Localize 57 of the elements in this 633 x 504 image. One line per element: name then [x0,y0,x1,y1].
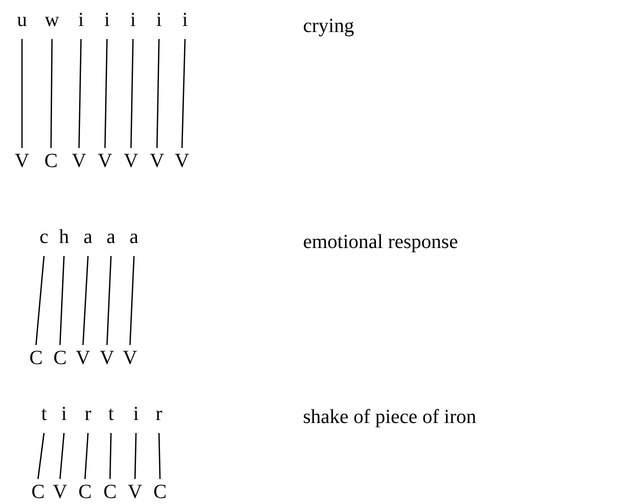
segment-letter: t [103,403,119,425]
connector-line [21,39,23,148]
segment-letter: C [43,150,59,172]
connector-line [104,38,108,148]
connector-line [50,39,53,148]
segment-letter: V [149,150,165,172]
segment-letter: V [127,481,143,503]
connector-line [84,432,89,480]
segment-letter: V [97,150,113,172]
segment-letter: i [128,403,144,425]
connector-line [156,38,160,148]
connector-line [78,38,82,148]
segment-letter: c [36,226,52,248]
gloss-text: emotional response [303,231,458,253]
connector-line [130,38,134,148]
segment-letter: i [99,9,115,31]
segment-letter: C [102,481,118,503]
segment-letter: w [44,9,60,31]
connector-line [35,256,45,346]
segment-letter: h [56,226,72,248]
connector-line [129,256,135,346]
gloss-text: crying [303,15,354,37]
segment-letter: V [122,347,138,369]
segment-letter: i [151,9,167,31]
segment-letter: i [56,403,72,425]
segment-letter: V [52,481,68,503]
segment-letter: a [126,226,142,248]
connector-line [59,256,65,346]
segment-letter: a [103,226,119,248]
connector-line [59,432,65,480]
segment-letter: V [75,347,91,369]
segment-letter: V [174,150,190,172]
segment-letter: V [71,150,87,172]
connector-line [106,256,112,346]
segment-letter: C [77,481,93,503]
segment-letter: r [80,403,96,425]
connector-line [109,432,112,480]
connector-line [37,432,45,480]
segment-letter: C [152,481,168,503]
segment-letter: a [80,226,96,248]
segment-letter: u [14,9,30,31]
segment-letter: i [125,9,141,31]
segment-letter: i [73,9,89,31]
segment-letter: C [28,347,44,369]
segment-letter: t [36,403,52,425]
connector-line [82,256,89,346]
connector-line [134,432,137,480]
segment-letter: C [52,347,68,369]
segment-letter: C [30,481,46,503]
gloss-text: shake of piece of iron [303,406,476,428]
segment-letter: V [99,347,115,369]
connector-line [181,38,186,148]
segment-letter: i [177,9,193,31]
segment-letter: V [14,150,30,172]
connector-line [158,432,161,480]
segment-letter: V [123,150,139,172]
segment-letter: r [151,403,167,425]
